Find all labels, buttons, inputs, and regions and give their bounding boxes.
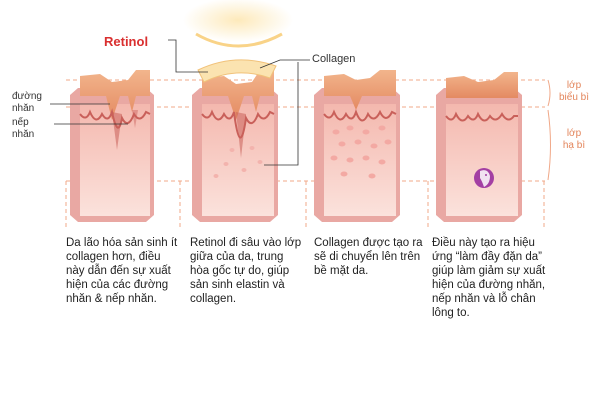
retinol-glow-arc (195, 32, 283, 48)
skin-block-retinol (192, 59, 278, 222)
dermis-label: lớp hạ bì (562, 128, 586, 151)
wrinkle-deep-label: nếp nhăn (12, 117, 35, 140)
step-2-description: Retinol đi sâu vào lớp giữa của da, trun… (190, 237, 302, 305)
step-3-description: Collagen được tạo ra sẽ di chuyển lên tr… (314, 237, 423, 277)
wrinkle-fine-label: đường nhăn (12, 91, 42, 114)
epidermis-label: lớp biểu bì (558, 80, 590, 103)
collagen-label: Collagen (312, 53, 356, 65)
woman-face-icon (474, 168, 494, 188)
layer-brackets (547, 79, 551, 181)
skin-block-aged (70, 70, 154, 222)
step-1-description: Da lão hóa sản sinh ít collagen hơn, điề… (66, 237, 178, 305)
skin-block-plumped (436, 72, 522, 222)
step-4-description: Điều này tạo ra hiệu ứng “làm đầy đặn da… (432, 237, 546, 319)
leader-lines (50, 39, 310, 166)
retinol-glow (183, 0, 293, 42)
skin-block-collagen (314, 70, 400, 222)
retinol-label: Retinol (104, 34, 149, 49)
